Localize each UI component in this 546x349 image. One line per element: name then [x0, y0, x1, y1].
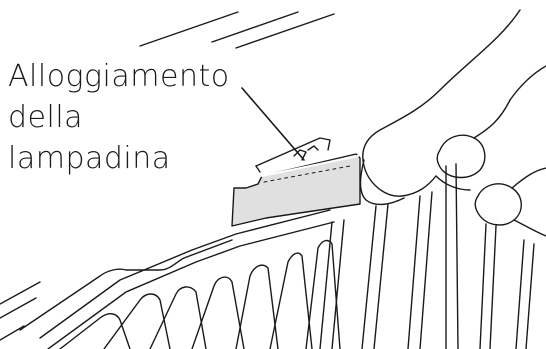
hand-drawing — [361, 10, 546, 236]
callout-label-line-2: della — [8, 103, 83, 133]
callout-label-line-3: lampadina — [8, 144, 171, 174]
callout-label-line-1: Alloggiamento — [8, 62, 230, 92]
top-hatch-lines — [140, 12, 334, 48]
